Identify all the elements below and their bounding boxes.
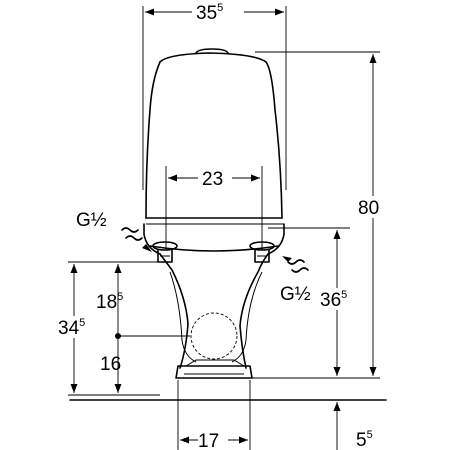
label-outlet-height: 345 (58, 317, 85, 339)
trap-inner-right (231, 271, 263, 363)
left-inlet-arrow-icon (142, 244, 152, 252)
right-inlet-arrow-icon (282, 256, 292, 262)
left-inlet-fitting (152, 241, 178, 263)
outlet-pipe (190, 312, 238, 360)
left-inlet-wave-icon (121, 227, 143, 241)
cistern-right-side (265, 61, 283, 219)
cistern-left-side (145, 61, 161, 219)
rim-underside (149, 245, 279, 252)
cistern-lid (159, 52, 267, 63)
right-inlet-wave-icon (287, 259, 309, 273)
extension-lines (68, 6, 380, 450)
label-left-connection: G½ (76, 210, 107, 231)
label-inlet-height: 365 (320, 289, 347, 311)
label-width-top: 355 (196, 2, 223, 24)
toilet-outline (115, 48, 309, 379)
label-height-total: 80 (358, 198, 379, 219)
label-outlet-upper: 185 (96, 291, 123, 313)
dim-outlet-split (114, 264, 122, 393)
pedestal-left (159, 253, 189, 369)
label-right-connection: G½ (280, 284, 311, 305)
pedestal-foot (175, 365, 253, 379)
pedestal-right (239, 253, 269, 369)
dim-floor-offset (333, 402, 341, 450)
label-floor-offset: 55 (356, 429, 373, 450)
label-base-width: 17 (198, 431, 219, 450)
trap-inner-left (169, 271, 197, 363)
label-inlet-spacing: 23 (202, 169, 223, 190)
label-outlet-lower: 16 (100, 354, 121, 375)
foot-inner (185, 359, 245, 367)
flush-button (195, 48, 229, 54)
